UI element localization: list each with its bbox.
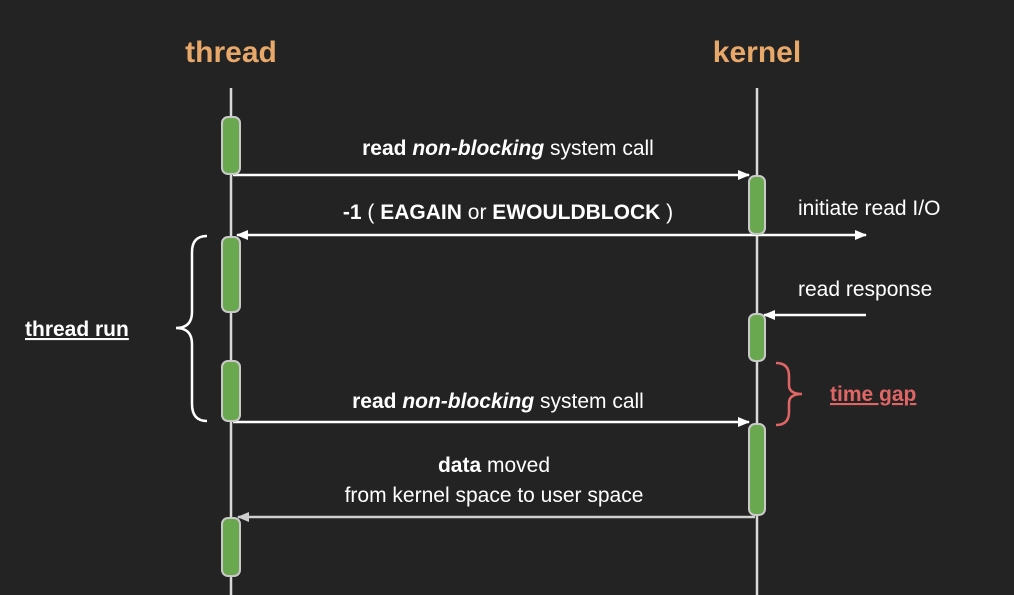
initiate-read-note: initiate read I/O: [798, 197, 940, 220]
data-label-line2: from kernel space to user space: [345, 484, 644, 507]
call2-label: read non-blocking system call: [352, 390, 644, 413]
thread-run-label: thread run: [25, 318, 129, 341]
time-gap-label: time gap: [830, 383, 916, 406]
kernel-activation-2: [748, 313, 766, 362]
kernel-header: kernel: [713, 36, 801, 69]
thread-activation-1: [221, 116, 241, 175]
thread-header: thread: [185, 36, 277, 69]
kernel-activation-1: [748, 175, 766, 235]
thread-activation-2: [221, 236, 241, 313]
thread-activation-3: [221, 360, 241, 422]
data-label-line1: data moved: [438, 454, 550, 477]
call1-label: read non-blocking system call: [362, 137, 654, 160]
kernel-activation-3: [748, 423, 766, 516]
time-gap-brace: [775, 361, 803, 427]
thread-activation-4: [221, 517, 241, 577]
thread-run-brace: [175, 234, 208, 423]
reply1-label: -1 ( EAGAIN or EWOULDBLOCK ): [343, 201, 673, 224]
read-response-note: read response: [798, 278, 932, 301]
